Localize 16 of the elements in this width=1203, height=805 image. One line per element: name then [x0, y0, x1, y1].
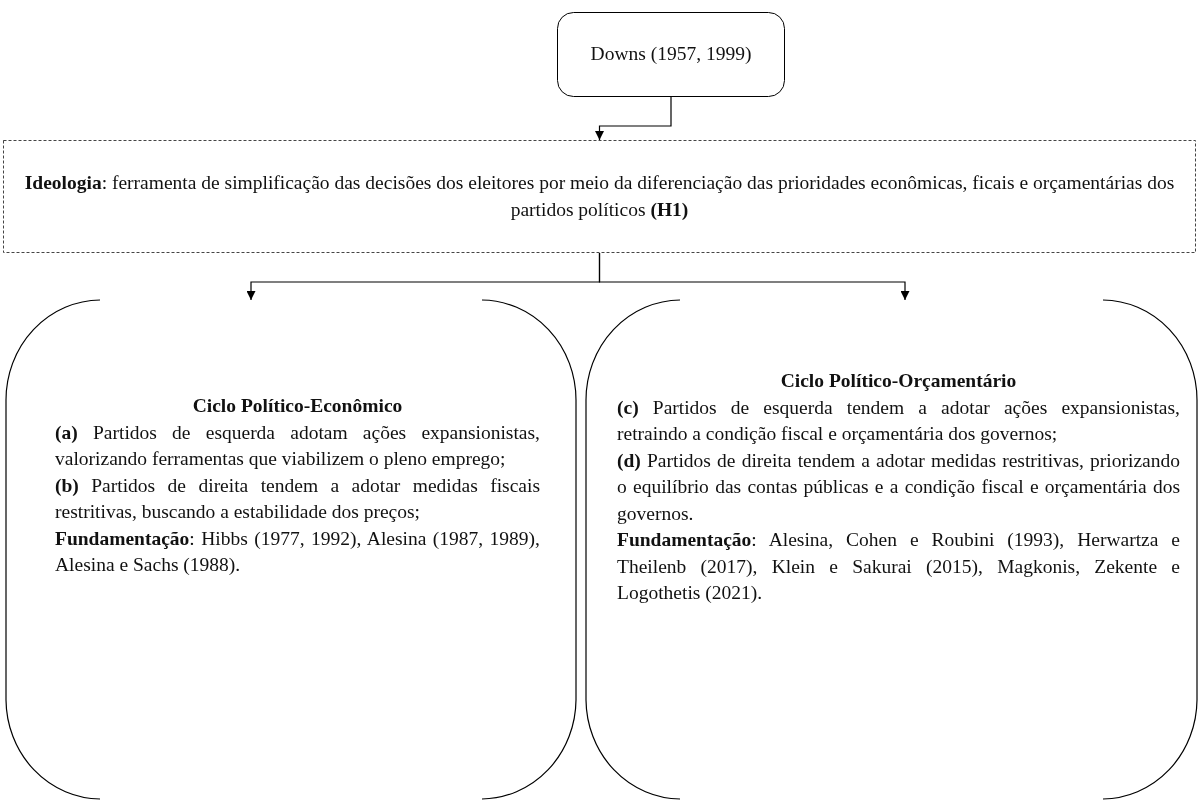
panel-heading: Ciclo Político-Orçamentário	[779, 369, 1018, 393]
rounded-corner-panel	[5, 300, 577, 800]
paragraph: (c) Partidos de esquerda tendem a adotar ações expansionistas, retraindo a condição fiscal e orçamentária dos governos;	[617, 395, 1180, 447]
node-text: Downs (1957, 1999)	[590, 42, 752, 67]
paragraph: Fundamentação: Hibbs (1977, 1992), Alesina (1987, 1989), Alesina e Sachs (1988).	[55, 526, 540, 578]
paragraph: (a) Partidos de esquerda adotam ações expansionistas, valorizando ferramentas que viabilizem o pleno emprego;	[55, 420, 540, 472]
paragraph: (d) Partidos de direita tendem a adotar medidas restritivas, priorizando o equilíbrio das contas públicas e a condição fiscal e orçamentária dos governos.	[617, 448, 1180, 526]
dashed-box	[3, 140, 1196, 253]
arrow	[598, 252, 910, 301]
paragraph: (b) Partidos de direita tendem a adotar medidas fiscais restritivas, buscando a estabilidade dos preços;	[55, 473, 540, 525]
rounded-corner-panel	[585, 300, 1198, 800]
node-text: Ideologia: ferramenta de simplificação das decisões dos eleitores por meio da diferenciação das prioridades econômicas, ficais e orçamentárias dos partidos políticos (H1)	[23, 171, 1176, 222]
arrow	[595, 96, 672, 141]
rounded-box	[557, 12, 785, 97]
paragraph: Fundamentação: Alesina, Cohen e Roubini (1993), Herwartza e Theilenb (2017), Klein e Sakurai (2015), Magkonis, Zekente e Logothetis (2021).	[617, 528, 1180, 606]
panel-heading: Ciclo Político-Econômico	[191, 394, 404, 418]
